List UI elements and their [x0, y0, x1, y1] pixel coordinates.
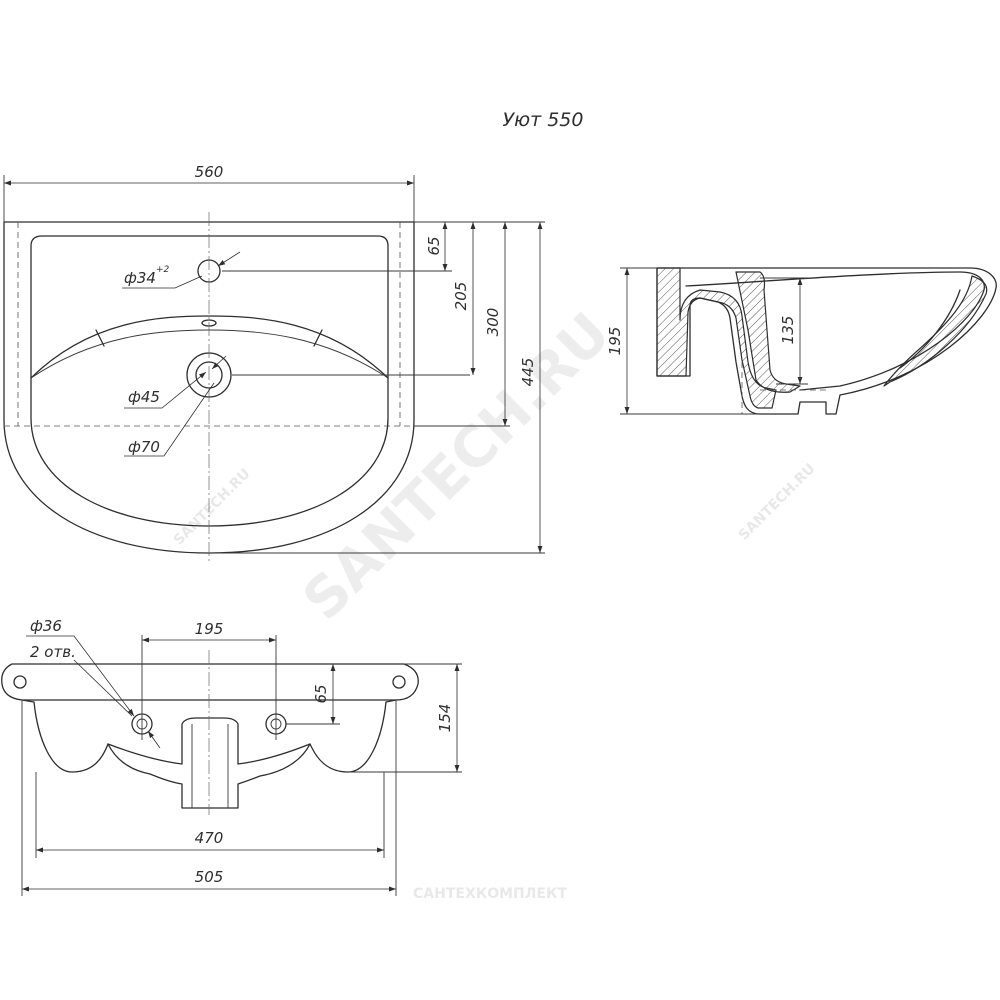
dim-hole-spacing-195: 195: [195, 620, 224, 638]
dim-offset-300: 300: [484, 308, 502, 337]
dim-inner-width-470: 470: [195, 829, 224, 847]
side-view: 195 135: [606, 267, 997, 415]
label-drain-hole: ф45: [128, 388, 160, 406]
front-view: 195 65 154 470 505 ф36 2 отв.: [1, 617, 462, 896]
dim-height-195: 195: [606, 327, 624, 356]
drawing-title: Уют 550: [503, 109, 584, 131]
dim-inner-depth-135: 135: [779, 316, 797, 345]
label-drain-outer: ф70: [128, 438, 160, 456]
dim-outer-width-505: 505: [195, 868, 224, 886]
label-front-hole: ф36: [30, 617, 62, 635]
watermarks: SANTECH.RU SANTECH.RU SANTECH.RU САНТЕХК…: [171, 301, 819, 902]
top-view-inner-rim: [30, 235, 389, 527]
label-front-hole-count: 2 отв.: [30, 643, 76, 661]
watermark-small-left: SANTECH.RU: [171, 466, 254, 549]
label-tap-hole-tol: +2: [156, 265, 170, 275]
dim-width-560: 560: [195, 163, 224, 181]
front-view-outer: [1, 663, 419, 809]
dim-depth-445: 445: [519, 358, 537, 387]
label-tap-hole: ф34: [124, 269, 156, 287]
watermark-small-right: SANTECH.RU: [736, 461, 819, 544]
watermark-footer: САНТЕХКОМПЛЕКТ: [413, 886, 567, 902]
top-view: 560 65 205 300 445 ф34 +2 ф45 ф70: [3, 163, 545, 563]
dim-hole-height-65: 65: [312, 684, 330, 703]
dim-offset-65: 65: [425, 236, 443, 255]
dim-height-154: 154: [436, 704, 454, 733]
dim-offset-205: 205: [452, 282, 470, 311]
watermark-main: SANTECH.RU: [291, 301, 623, 633]
